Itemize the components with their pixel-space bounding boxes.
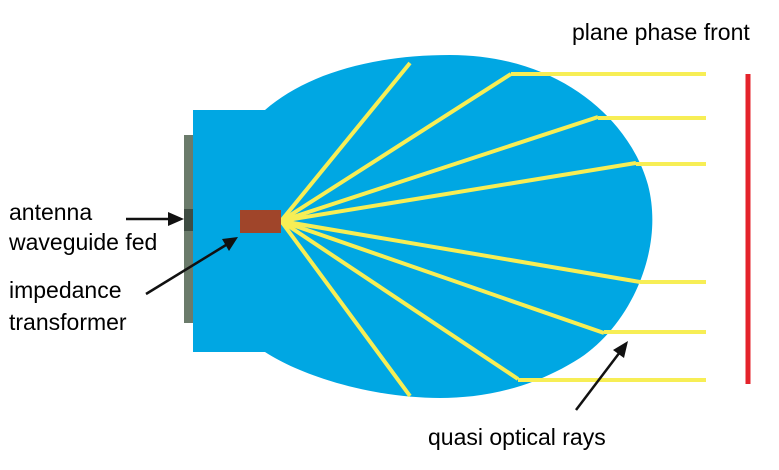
parallel-rays xyxy=(511,72,706,382)
antenna-arrowhead xyxy=(168,212,184,226)
impedance-transformer-block xyxy=(240,210,281,233)
ray xyxy=(279,219,520,381)
ray xyxy=(280,219,605,335)
waveguide-port xyxy=(184,209,193,231)
waveguide-fed-label: waveguide fed xyxy=(8,229,157,255)
rays-arrow-shaft xyxy=(575,351,621,411)
ray xyxy=(279,61,412,223)
quasi-optical-rays-label: quasi optical rays xyxy=(428,424,606,450)
annotation-arrows xyxy=(126,212,628,411)
ray xyxy=(280,161,637,223)
ray xyxy=(279,72,513,223)
ray-fan xyxy=(279,61,641,398)
transformer-arrow-shaft xyxy=(145,243,227,296)
rays-arrowhead xyxy=(613,341,628,358)
lens-body xyxy=(193,55,653,398)
transformer-label: transformer xyxy=(9,309,127,335)
ray xyxy=(279,219,412,398)
ray xyxy=(280,219,641,284)
impedance-label: impedance xyxy=(9,277,122,303)
ray xyxy=(280,115,599,223)
plane-phase-front-label: plane phase front xyxy=(572,19,750,45)
transformer-arrowhead xyxy=(222,237,238,251)
antenna-label: antenna xyxy=(9,199,92,225)
